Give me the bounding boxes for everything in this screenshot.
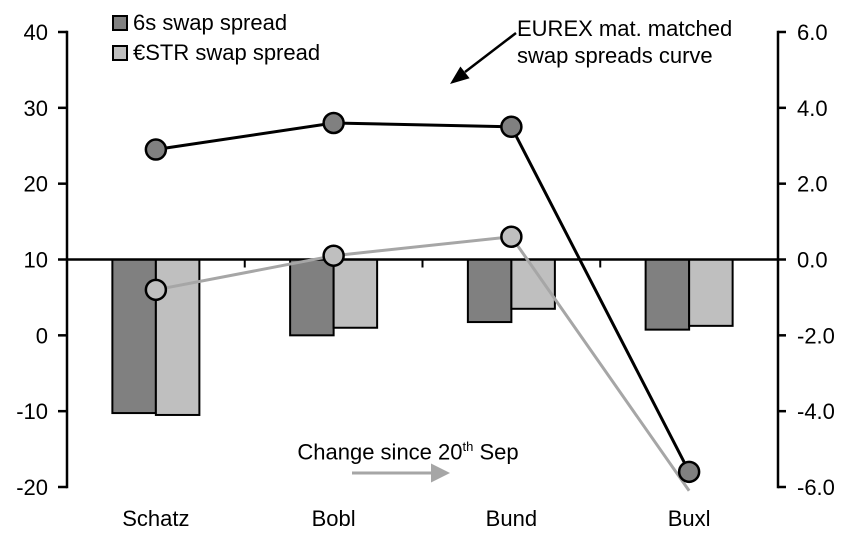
marker [322,111,345,135]
legend-swatch-6s-icon [112,15,128,31]
marker [500,225,523,248]
bar-series0-buxl [644,258,691,331]
right-axis-label: -6.0 [797,475,835,500]
category-label-bobl: Bobl [312,506,356,531]
left-axis-label: 30 [24,96,48,121]
right-axis-label: -4.0 [797,399,835,424]
change-annotation: Change since 20th Sep [283,439,533,465]
marker [144,138,168,161]
marker [144,278,168,302]
left-axis-label: 0 [36,323,48,348]
marker [677,460,701,484]
bar-series1-buxl [688,258,734,327]
line-6s-swap-spreads-curve [155,121,691,473]
category-label-schatz: Schatz [122,506,189,531]
right-axis-label: 6.0 [797,20,828,45]
marker [500,115,523,139]
left-axis-label: 40 [24,20,48,45]
change-annotation-superscript: th [462,439,474,454]
right-axis-label: 2.0 [797,172,828,197]
category-label-buxl: Buxl [668,506,711,531]
legend-label-estr: €STR swap spread [133,40,321,65]
category-label-bund: Bund [486,506,537,531]
left-axis-label: -20 [16,475,48,500]
right-axis-label: 0.0 [797,248,828,273]
legend-item-6s-swap-spread: 6s swap spread [112,8,320,38]
marker [322,244,345,267]
change-annotation-prefix: Change since 20 [297,439,463,465]
right-axis-label: -2.0 [797,323,835,348]
legend-swatch-estr-icon [112,45,128,61]
curve-annotation: EUREX mat. matched swap spreads curve [517,15,732,69]
legend: 6s swap spread €STR swap spread [112,8,320,68]
left-axis-label: 20 [24,172,48,197]
change-annotation-arrowhead-icon [431,463,450,483]
curve-annotation-arrowhead-icon [450,66,470,84]
change-annotation-suffix: Sep [473,439,519,465]
bar-series0-bobl [289,258,335,337]
line--str-swap-spreads-curve [155,235,691,492]
curve-annotation-line2: swap spreads curve [517,43,713,68]
bar-series1-bobl [332,258,379,329]
curve-annotation-arrow-icon [464,32,517,73]
curve-annotation-line1: EUREX mat. matched [517,16,733,41]
right-axis-label: 4.0 [797,96,828,121]
legend-label-6s: 6s swap spread [133,10,288,35]
bar-series0-bund [466,258,513,324]
left-axis-label: -10 [16,399,48,424]
left-axis-label: 10 [24,248,48,273]
legend-item-estr-swap-spread: €STR swap spread [112,38,320,68]
